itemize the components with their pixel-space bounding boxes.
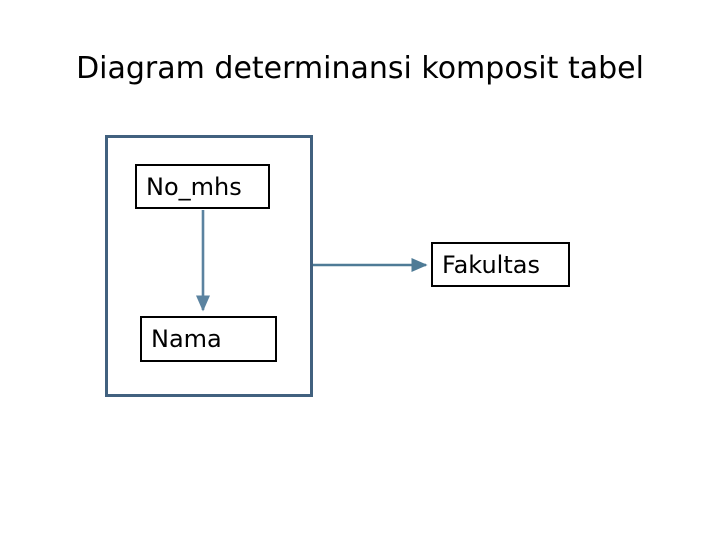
attribute-label-nama: Nama <box>151 325 222 353</box>
attribute-box-no-mhs: No_mhs <box>135 164 270 209</box>
attribute-box-nama: Nama <box>140 316 277 362</box>
attribute-label-no-mhs: No_mhs <box>146 172 242 201</box>
attribute-label-fakultas: Fakultas <box>442 250 540 279</box>
attribute-box-fakultas: Fakultas <box>431 242 570 287</box>
page-title: Diagram determinansi komposit tabel <box>76 51 644 86</box>
composite-key-container <box>105 135 313 397</box>
